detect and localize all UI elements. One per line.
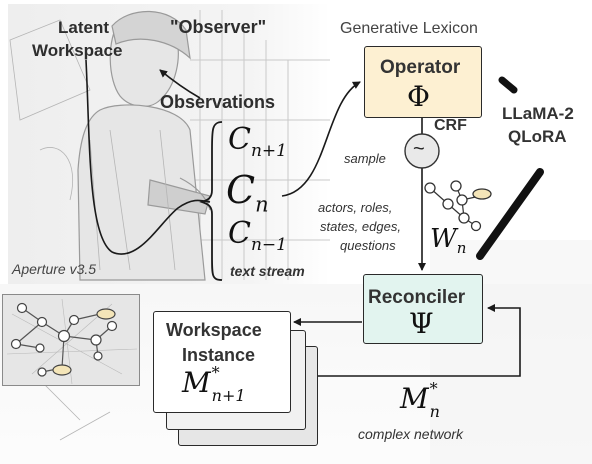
workspace-instance-box (153, 311, 291, 413)
text-stream-label: text stream (230, 263, 305, 279)
workspace-line2: Instance (182, 345, 256, 365)
reconciler-symbol: Ψ (409, 307, 434, 340)
reconciler-box (363, 274, 483, 344)
observations-heading: Observations (160, 92, 276, 112)
latent-label-line2: Workspace (32, 41, 123, 60)
operator-title: Operator (380, 57, 461, 78)
operator-box (364, 46, 482, 118)
workspace-m-symbol: M*n+1 (182, 363, 246, 405)
observation-c-next: Cn+1 (228, 122, 287, 161)
extract-line-1: actors, roles, (318, 200, 393, 215)
latent-label-line1: Latent (58, 18, 109, 37)
extract-line-2: states, edges, (320, 219, 401, 234)
model-label-line1: LLaMA-2 (502, 104, 574, 123)
sample-label: sample (344, 151, 386, 166)
observation-c-prev: Cn−1 (228, 216, 287, 255)
crf-tilde: ~ (413, 138, 425, 160)
model-label-line2: QLoRA (508, 127, 567, 146)
network-inset-graph (6, 298, 138, 385)
extract-line-3: questions (340, 238, 396, 253)
network-caption: complex network (358, 426, 464, 442)
crf-sampler-circle (404, 133, 440, 169)
lexicon-small-graph (424, 180, 482, 232)
network-feedback-loop (318, 304, 521, 377)
model-pointer-arrow (498, 76, 518, 94)
network-m-symbol: M*n (400, 379, 440, 421)
crf-label: CRF (434, 117, 467, 134)
observation-to-operator-arrow (281, 81, 361, 197)
latent-to-observation-curve (85, 59, 211, 255)
lexicon-w-symbol: Wn (430, 224, 467, 258)
reconciler-title: Reconciler (368, 287, 466, 308)
workspace-line1: Workspace (166, 320, 262, 340)
observations-to-latent-arrow (159, 69, 201, 99)
observation-brace (199, 121, 223, 281)
operator-symbol: Φ (407, 80, 430, 113)
observation-c-current: Cn (226, 168, 269, 217)
version-label: Aperture v3.5 (12, 261, 97, 277)
lexicon-heading: Generative Lexicon (340, 20, 478, 37)
model-thick-bar (476, 168, 544, 260)
observer-label: "Observer" (170, 17, 267, 37)
